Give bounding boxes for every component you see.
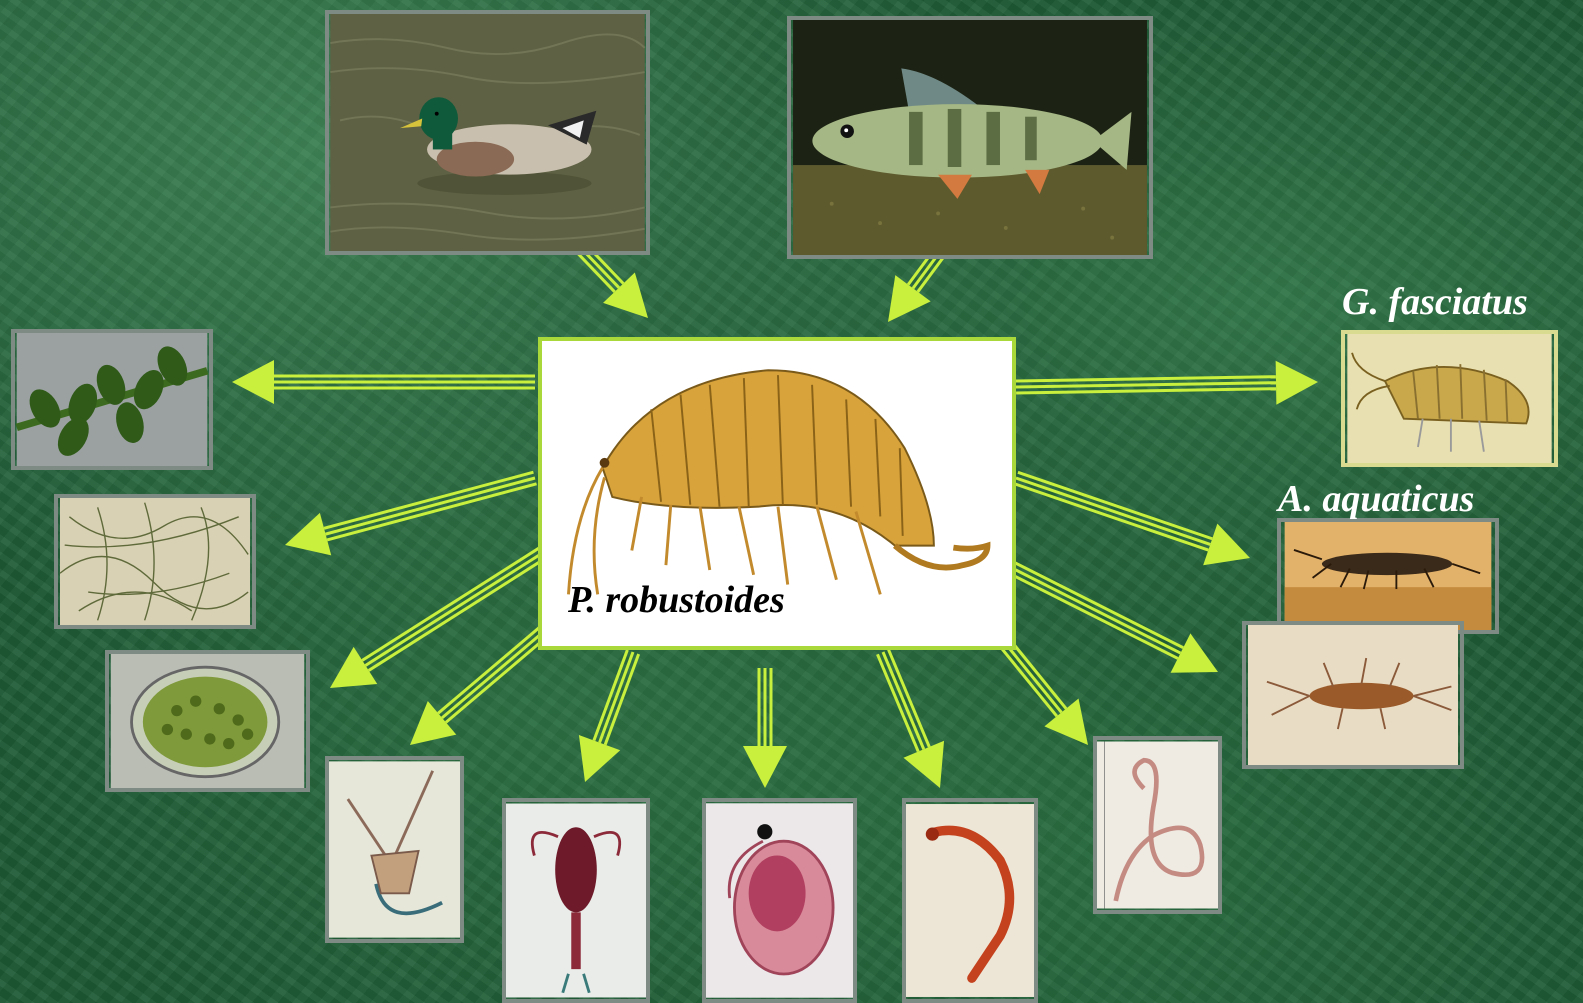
worm-tile	[1093, 736, 1222, 914]
duck-tile	[325, 10, 650, 255]
filamentous-algae-image	[58, 498, 252, 625]
chironomid-larva-image	[906, 802, 1034, 999]
oligochaete-worm-image	[1097, 740, 1218, 910]
daphnia-image	[706, 802, 853, 999]
algae-tile	[54, 494, 256, 629]
aquatic-plant-image	[15, 333, 209, 466]
perch-fish-image	[791, 20, 1149, 255]
larva-tile	[902, 798, 1038, 1003]
asellus-tile	[1277, 518, 1499, 634]
arrow-center-to-mayfly	[1003, 560, 1218, 673]
plant-tile	[11, 329, 213, 470]
a-aquaticus-label: A. aquaticus	[1278, 477, 1474, 521]
copepod-image	[506, 802, 646, 999]
copepod-tile	[502, 798, 650, 1003]
arrow-center-to-asellus	[1014, 472, 1250, 565]
arrow-center-to-plant	[232, 360, 535, 404]
arrow-center-to-gammarus	[1016, 361, 1318, 405]
daphnia-tile	[702, 798, 857, 1003]
arrow-center-to-copepod	[579, 650, 639, 782]
dinoflagellate-tile	[325, 756, 464, 943]
perch-tile	[787, 16, 1153, 259]
mallard-duck-image	[329, 14, 646, 251]
arrow-center-to-larva	[877, 650, 944, 788]
arrow-center-to-dino	[410, 623, 552, 745]
ceratium-dinoflagellate-image	[329, 760, 460, 939]
arrow-center-to-cell	[330, 540, 558, 688]
mayfly-tile	[1242, 621, 1464, 769]
gammarus-fasciatus-image	[1345, 334, 1554, 463]
cell-tile	[105, 650, 310, 792]
arrow-center-to-algae	[285, 472, 537, 555]
mayfly-larva-image	[1246, 625, 1460, 765]
arrow-center-to-daphnia	[743, 668, 787, 788]
gammarus-tile	[1341, 330, 1558, 467]
g-fasciatus-label: G. fasciatus	[1342, 280, 1528, 324]
center-species-label: P. robustoides	[568, 578, 785, 622]
green-algal-cell-image	[109, 654, 306, 788]
asellus-aquaticus-image	[1281, 522, 1495, 630]
